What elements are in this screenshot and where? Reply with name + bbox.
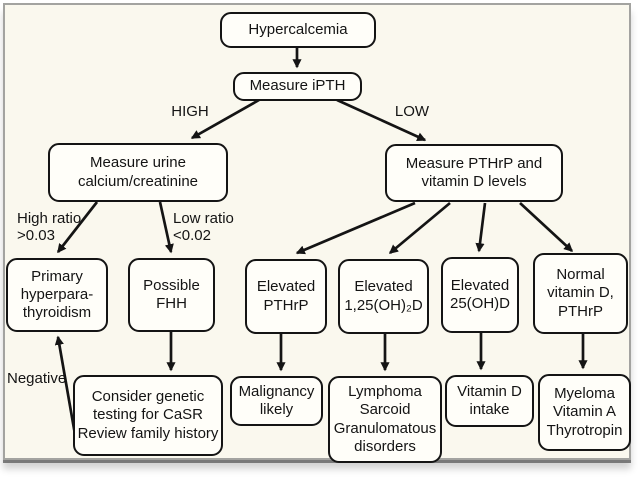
node-normal-vitd-pthrp: Normal vitamin D, PTHrP	[533, 253, 628, 334]
node-measure-ipth: Measure iPTH	[233, 72, 362, 101]
node-possible-fhh-label: Possible FHH	[143, 276, 200, 312]
arrow-ipth-to-urine	[190, 98, 260, 140]
node-primary-hyperparathyroidism: Primary hyperpara- thyroidism	[6, 258, 108, 332]
node-vitamin-d-intake-label: Vitamin D intake	[457, 382, 522, 418]
node-possible-fhh: Possible FHH	[128, 258, 215, 332]
edge-label-low-ratio: Low ratio <0.02	[173, 210, 234, 245]
node-normal-vitd-pthrp-label: Normal vitamin D, PTHrP	[547, 266, 614, 320]
node-myeloma-label: Myeloma Vitamin A Thyrotropin	[546, 385, 623, 439]
node-lymphoma-sarcoid-label: Lymphoma Sarcoid Granulomatous disorders	[333, 382, 437, 455]
arrow-pthrp-to-elevated-125	[388, 201, 451, 255]
node-malignancy-likely-label: Malignancy likely	[238, 382, 315, 418]
arrow-urine-to-primary	[56, 201, 99, 254]
node-elevated-125ohd-label: Elevated 1,25(OH)₂D	[344, 278, 423, 314]
arrow-ipth-to-pthrp	[336, 98, 427, 142]
arrow-pthrp-to-elevated-25	[475, 202, 487, 253]
node-hypercalcemia-label: Hypercalcemia	[248, 20, 348, 38]
node-hypercalcemia: Hypercalcemia	[220, 12, 376, 48]
node-elevated-125ohd: Elevated 1,25(OH)₂D	[338, 259, 429, 334]
node-malignancy-likely: Malignancy likely	[230, 376, 323, 426]
edge-label-negative: Negative	[7, 370, 67, 387]
node-elevated-25ohd-label: Elevated 25(OH)D	[449, 276, 510, 312]
node-vitamin-d-intake: Vitamin D intake	[445, 375, 534, 427]
arrow-urine-to-fhh	[158, 201, 174, 254]
edge-label-high-ratio: High ratio >0.03	[17, 210, 82, 245]
node-genetic-testing-label: Consider genetic testing for CaSR Review…	[77, 388, 219, 442]
node-myeloma: Myeloma Vitamin A Thyrotropin	[538, 374, 631, 451]
node-measure-pthrp: Measure PTHrP and vitamin D levels	[385, 144, 563, 202]
node-primary-hyperparathyroidism-label: Primary hyperpara- thyroidism	[20, 267, 94, 322]
node-measure-ipth-label: Measure iPTH	[249, 77, 346, 95]
node-elevated-pthrp: Elevated PTHrP	[245, 259, 327, 334]
arrow-pthrp-to-normal	[519, 202, 574, 252]
edge-label-low: LOW	[394, 103, 430, 120]
node-lymphoma-sarcoid: Lymphoma Sarcoid Granulomatous disorders	[328, 376, 442, 463]
arrow-pthrp-to-elevated-pthrp	[295, 201, 416, 255]
edge-label-high: HIGH	[171, 103, 209, 120]
node-elevated-pthrp-label: Elevated PTHrP	[256, 278, 316, 314]
node-genetic-testing: Consider genetic testing for CaSR Review…	[73, 375, 223, 456]
node-measure-urine: Measure urine calcium/creatinine	[48, 143, 228, 202]
node-measure-pthrp-label: Measure PTHrP and vitamin D levels	[405, 154, 543, 190]
node-measure-urine-label: Measure urine calcium/creatinine	[77, 154, 199, 190]
node-elevated-25ohd: Elevated 25(OH)D	[441, 257, 519, 333]
